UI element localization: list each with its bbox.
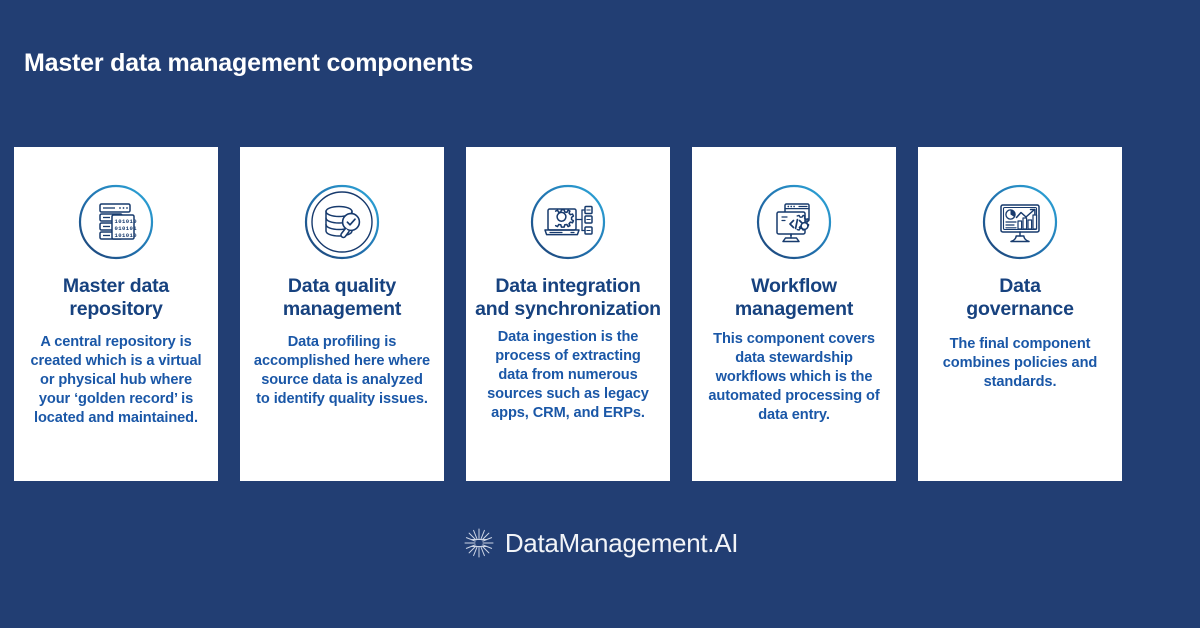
card-title: Master data repository (62, 275, 170, 320)
card-body: A central repository is created which is… (30, 334, 202, 426)
card-data-quality-management: Data quality management Data profiling i… (240, 147, 444, 481)
monitor-analytics-dashboard-icon (981, 183, 1059, 261)
card-list: 101010 010101 101010 Master data reposit… (14, 147, 1186, 481)
svg-text:010101: 010101 (115, 225, 138, 232)
card-workflow-management: Workflow management This component cover… (692, 147, 896, 481)
card-title: Data governance (966, 275, 1074, 320)
card-title: Data quality management (282, 275, 402, 320)
card-body: The final component combines policies an… (942, 336, 1098, 390)
database-magnifier-check-icon (303, 183, 381, 261)
card-master-data-repository: 101010 010101 101010 Master data reposit… (14, 147, 218, 481)
monitor-code-gear-icon (755, 183, 833, 261)
footer-logo: DataManagement.AI (0, 519, 1200, 567)
card-title: Data integration and synchronization (475, 275, 661, 320)
card-body: This component covers data stewardship w… (708, 331, 880, 423)
card-title: Workflow management (734, 275, 854, 320)
server-stack-binary-icon: 101010 010101 101010 (77, 183, 155, 261)
logo-text: DataManagement.AI (504, 527, 739, 558)
card-body: Data ingestion is the process of extract… (487, 329, 649, 421)
starburst-icon (462, 526, 496, 560)
card-data-governance: Data governance The final component comb… (918, 147, 1122, 481)
card-body: Data profiling is accomplished here wher… (253, 334, 431, 407)
page-title: Master data management components (24, 49, 474, 77)
laptop-gear-nodes-icon (529, 183, 607, 261)
svg-text:101010: 101010 (115, 218, 138, 225)
card-data-integration-synchronization: Data integration and synchronization Dat… (466, 147, 670, 481)
svg-text:101010: 101010 (115, 232, 138, 239)
